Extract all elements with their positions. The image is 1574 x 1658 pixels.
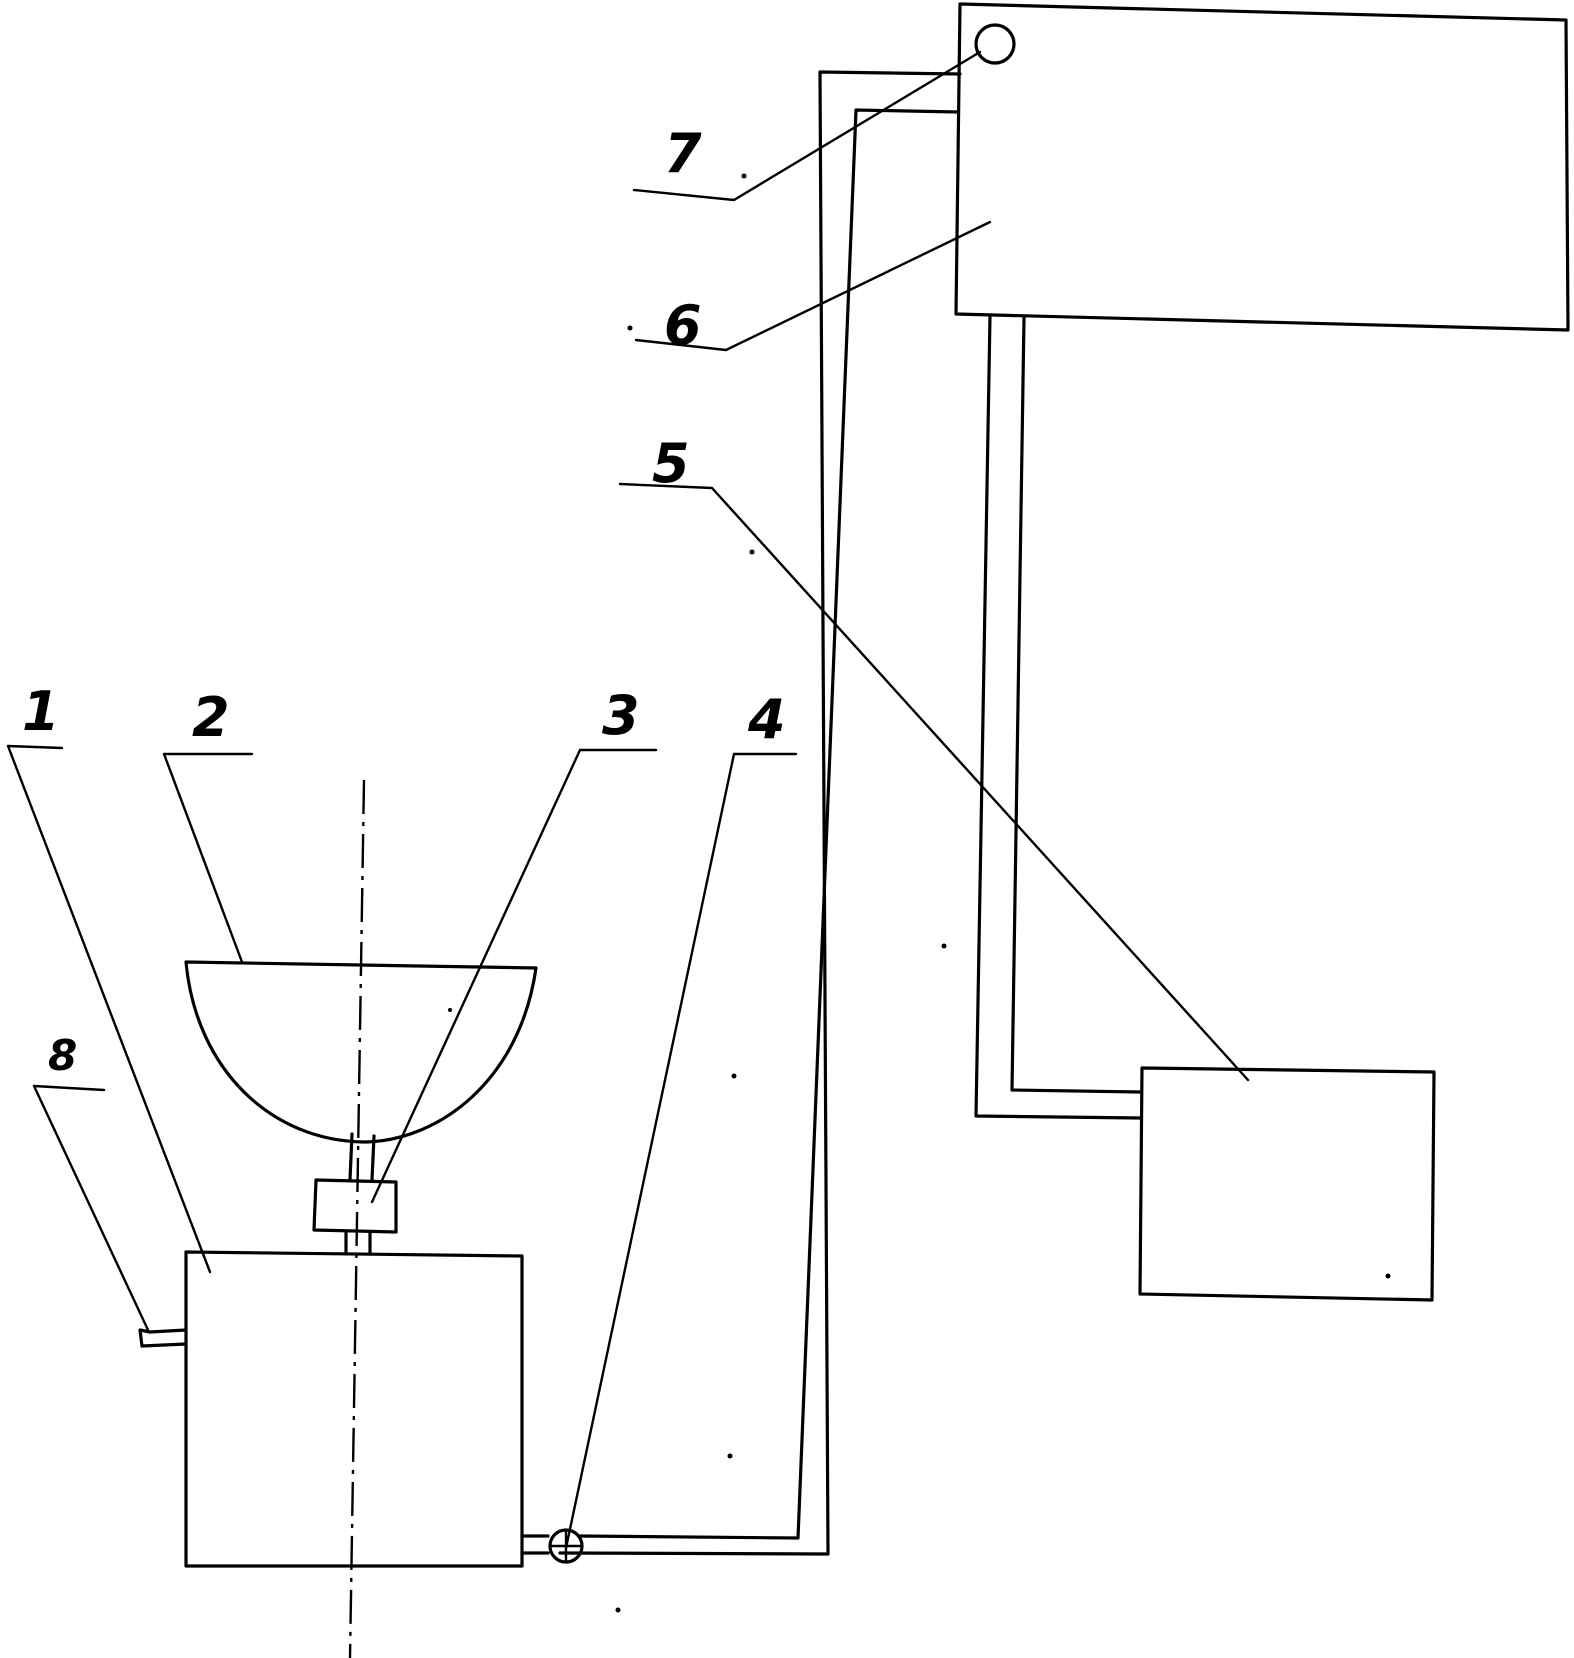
- leader-2: [162, 752, 254, 964]
- label-5: 5: [652, 432, 690, 495]
- pipe-6-to-5-inner: [1010, 316, 1142, 1094]
- leader-7: [632, 50, 982, 202]
- scan-speck: [941, 943, 947, 949]
- scan-speck: [615, 1607, 621, 1613]
- bowl-neck: [348, 1132, 376, 1182]
- scan-speck: [749, 549, 755, 555]
- component-3-coupling: [312, 1178, 398, 1234]
- scan-speck: [627, 325, 633, 331]
- scan-speck: [1385, 1273, 1391, 1279]
- leader-6: [634, 220, 992, 352]
- scan-speck: [727, 1453, 733, 1459]
- leader-8: [32, 1084, 150, 1332]
- component-6-box: [954, 2, 1570, 332]
- component-8-stub: [138, 1328, 188, 1348]
- label-4: 4: [747, 688, 786, 751]
- coupling-shaft: [344, 1230, 372, 1256]
- label-3: 3: [602, 684, 640, 747]
- component-2-bowl: [184, 960, 538, 1144]
- label-2: 2: [192, 686, 230, 749]
- scan-speck: [448, 1008, 452, 1012]
- label-8: 8: [48, 1031, 77, 1080]
- label-7: 7: [664, 122, 702, 185]
- leader-1: [6, 744, 212, 1274]
- pipe-6-to-5-outer: [974, 314, 1142, 1120]
- component-7-circle: [974, 23, 1016, 65]
- label-1: 1: [22, 680, 60, 743]
- pipe-valve-to-6-inner: [578, 108, 960, 1540]
- pipe-valve-to-6-outer: [558, 70, 962, 1556]
- center-axis: [348, 779, 366, 1658]
- label-6: 6: [664, 294, 702, 357]
- valve-outlet-pipe: [520, 1534, 550, 1555]
- scan-speck: [741, 173, 747, 179]
- leader-4: [564, 752, 798, 1550]
- leader-3: [370, 748, 658, 1204]
- scan-speck: [731, 1073, 737, 1079]
- component-1-box: [184, 1250, 524, 1568]
- leader-5: [618, 482, 1250, 1082]
- component-5-box: [1138, 1066, 1436, 1302]
